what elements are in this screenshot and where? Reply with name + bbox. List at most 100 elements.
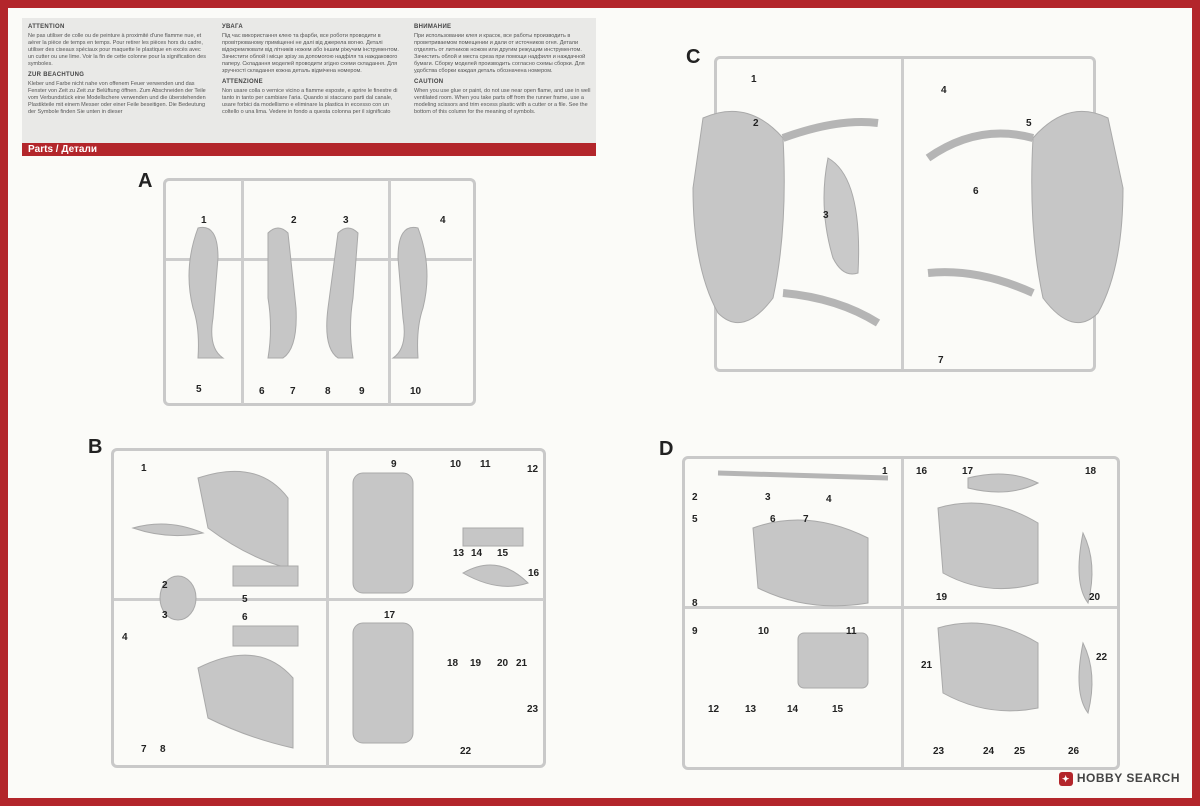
part-number: 1 — [201, 215, 207, 226]
part-number: 11 — [846, 626, 857, 637]
part-number: 15 — [832, 704, 844, 715]
sprue-b-runner — [114, 598, 544, 601]
part-number: 24 — [983, 746, 995, 757]
part-number: 12 — [708, 704, 720, 715]
attention-title: ATTENTION — [28, 24, 65, 30]
part-number: 9 — [692, 626, 698, 637]
leg-c2b — [782, 289, 881, 327]
part-number: 7 — [803, 514, 809, 525]
part-number: 21 — [516, 658, 528, 669]
part-number: 4 — [122, 632, 128, 643]
part-number: 1 — [751, 74, 757, 85]
hobby-search-logo-icon: ✦ — [1058, 772, 1073, 786]
tail-b — [461, 564, 529, 587]
uvaga-text: Під час використання клею та фарби, все … — [222, 33, 399, 74]
part-number: 9 — [391, 459, 397, 470]
strap-b6 — [232, 625, 299, 647]
part-number: 7 — [290, 386, 296, 397]
sprue-c-divider — [901, 59, 904, 369]
sprue-b-divider — [326, 451, 329, 766]
strap-b5 — [232, 565, 299, 587]
tail-c3 — [823, 157, 860, 275]
sprue-d-letter: D — [659, 438, 674, 460]
vnimanie-title: ВНИМАНИЕ — [414, 24, 452, 30]
part-number: 6 — [259, 386, 265, 397]
sprue-b-letter: B — [88, 436, 103, 458]
part-number: 21 — [921, 660, 933, 671]
part-number: 5 — [1026, 118, 1032, 129]
part-number: 7 — [938, 355, 944, 366]
leg-part-a4 — [391, 226, 428, 359]
part-number: 12 — [527, 464, 539, 475]
horse-head-d19 — [937, 502, 1039, 590]
part-number: 2 — [291, 215, 297, 226]
part-number: 22 — [460, 746, 472, 757]
part-number: 9 — [359, 386, 365, 397]
sprue-b-frame — [111, 448, 546, 768]
part-number: 5 — [242, 594, 248, 605]
part-number: 3 — [765, 492, 771, 503]
part-number: 5 — [692, 514, 698, 525]
hobby-search-watermark: ✦HOBBY SEARCH — [1058, 771, 1180, 786]
caution-title: CAUTION — [414, 79, 444, 85]
sprue-d-parts — [717, 470, 1093, 715]
sprue-b-parts — [131, 470, 529, 749]
sprue-d-divider — [901, 459, 904, 767]
part-number: 6 — [973, 186, 979, 197]
part-number: 7 — [141, 744, 147, 755]
warnings-column-3: ВНИМАНИЕ При использовании клея и красок… — [414, 24, 594, 120]
sprue-c-parts — [692, 110, 1124, 327]
part-number: 1 — [141, 463, 147, 474]
attenzione-title: ATTENZIONE — [222, 79, 263, 85]
leg-part-a2 — [267, 227, 297, 359]
part-number: 22 — [1096, 652, 1108, 663]
horse-body-c2 — [692, 110, 785, 323]
part-number: 16 — [916, 466, 928, 477]
part-number: 3 — [162, 610, 168, 621]
part-number: 4 — [826, 494, 832, 505]
parts-section-bar: Parts / Детали — [22, 143, 596, 156]
part-number: 19 — [470, 658, 482, 669]
rifle-d1 — [717, 470, 889, 481]
horse-head-d21 — [937, 622, 1039, 712]
part-number: 3 — [823, 210, 829, 221]
mane-d22 — [1078, 641, 1093, 715]
saddle-d6 — [752, 519, 869, 607]
sprue-a-legs — [188, 226, 428, 359]
part-number: 19 — [936, 592, 948, 603]
instruction-sheet: ATTENTION Ne pas utiliser de colle ou de… — [8, 8, 1192, 798]
horse-neck-b2 — [197, 654, 294, 749]
cloak-d11 — [797, 632, 869, 689]
attenzione-text: Non usare colla o vernice vicino a fiamm… — [222, 88, 398, 115]
leg-part-a3 — [326, 227, 359, 359]
watermark-text: HOBBY SEARCH — [1076, 771, 1180, 786]
part-number: 6 — [770, 514, 776, 525]
part-number: 11 — [480, 459, 491, 470]
part-number: 8 — [160, 744, 166, 755]
part-number: 6 — [242, 612, 248, 623]
sprue-a-divider-1 — [241, 180, 244, 404]
sprue-c-letter: C — [686, 46, 701, 68]
part-number: 18 — [447, 658, 459, 669]
mane-d20 — [1078, 531, 1093, 605]
warnings-column-1: ATTENTION Ne pas utiliser de colle ou de… — [28, 24, 208, 120]
part-number: 26 — [1068, 746, 1080, 757]
part-number: 8 — [325, 386, 331, 397]
part-number: 2 — [692, 492, 698, 503]
part-number: 17 — [384, 610, 396, 621]
part-number: 10 — [450, 459, 462, 470]
horse-neck-b1 — [197, 470, 289, 569]
caution-text: When you use glue or paint, do not use n… — [414, 88, 591, 115]
part-number: 4 — [440, 215, 446, 226]
zur-beachtung-title: ZUR BEACHTUNG — [28, 72, 85, 78]
leg-c5b — [927, 268, 1035, 297]
armor-b9 — [352, 472, 414, 594]
horse-body-c5 — [1031, 110, 1124, 323]
bag-b16 — [462, 527, 524, 547]
part-number: 4 — [941, 85, 947, 96]
attention-text: Ne pas utiliser de colle ou de peinture … — [28, 33, 206, 67]
part-number: 14 — [787, 704, 799, 715]
part-number: 2 — [753, 118, 759, 129]
part-number: 5 — [196, 384, 202, 395]
part-number: 16 — [528, 568, 540, 579]
